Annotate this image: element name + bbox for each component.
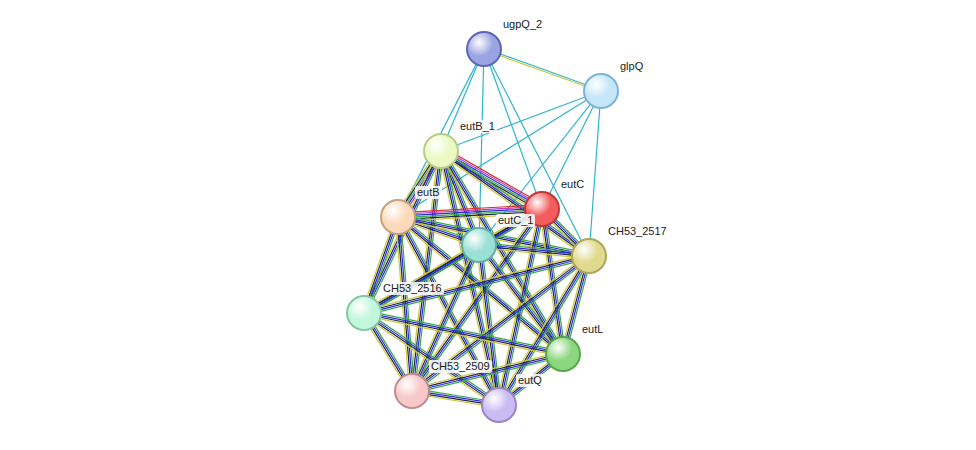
interaction-edge: [506, 269, 583, 392]
evidence-line: [458, 156, 530, 197]
evidence-line: [456, 159, 528, 200]
node-label: ugpQ_2: [501, 18, 544, 31]
node-label: eutC_1: [496, 214, 535, 227]
evidence-line: [406, 64, 477, 202]
protein-node: eutL: [545, 336, 581, 372]
node-label: eutL: [580, 323, 605, 336]
interaction-edge: [479, 66, 483, 228]
evidence-line: [380, 258, 572, 307]
interaction-edge: [377, 320, 487, 397]
evidence-line: [380, 319, 546, 353]
interaction-edge: [492, 64, 582, 241]
node-label: eutB: [415, 186, 442, 199]
evidence-line: [479, 66, 483, 228]
evidence-line: [514, 367, 551, 397]
protein-node: CH53_2517: [571, 238, 607, 274]
evidence-line: [380, 317, 546, 351]
protein-node: eutQ: [481, 387, 517, 423]
evidence-line: [500, 54, 585, 85]
interaction-edge: [500, 54, 586, 86]
interaction-edge: [420, 221, 534, 378]
evidence-line: [509, 271, 581, 391]
interaction-edge: [380, 258, 573, 312]
interaction-edge: [496, 244, 573, 257]
interaction-edge: [380, 314, 547, 353]
protein-node: CH53_2516: [346, 295, 382, 331]
node-label: eutQ: [516, 374, 544, 387]
evidence-line: [420, 261, 473, 376]
evidence-line: [553, 222, 576, 245]
evidence-line: [512, 364, 549, 394]
interaction-edge: [428, 356, 547, 390]
evidence-line: [510, 272, 582, 392]
evidence-line: [507, 270, 579, 390]
protein-node: glpQ: [583, 73, 619, 109]
evidence-line: [500, 56, 585, 87]
evidence-line: [381, 261, 573, 310]
evidence-line: [429, 361, 547, 390]
node-label: eutC: [559, 178, 586, 191]
evidence-line: [552, 223, 575, 246]
evidence-line: [496, 248, 572, 256]
evidence-line: [429, 359, 547, 388]
evidence-line: [457, 157, 529, 198]
evidence-line: [511, 363, 548, 393]
node-label: eutB_1: [458, 120, 497, 133]
evidence-line: [457, 97, 585, 145]
evidence-line: [377, 251, 463, 302]
protein-node: ugpQ_2: [466, 31, 502, 67]
evidence-line: [550, 106, 594, 194]
evidence-line: [429, 395, 482, 404]
interaction-edge: [457, 97, 585, 145]
node-label: CH53_2516: [381, 282, 444, 295]
interaction-edge: [490, 104, 591, 231]
node-label: CH53_2517: [606, 225, 669, 238]
interaction-edge: [406, 64, 477, 202]
interaction-edge: [377, 251, 465, 306]
protein-node: CH53_2509: [394, 373, 430, 409]
evidence-line: [490, 104, 591, 231]
interaction-edge: [550, 106, 594, 194]
protein-node: eutB: [380, 199, 416, 235]
interaction-edge: [428, 391, 482, 405]
node-label: glpQ: [618, 60, 645, 73]
evidence-line: [496, 249, 572, 257]
interaction-edge: [590, 108, 600, 239]
evidence-line: [428, 396, 481, 405]
interaction-edge: [552, 219, 579, 246]
evidence-line: [380, 259, 572, 308]
interaction-edge: [511, 363, 552, 397]
evidence-line: [492, 64, 582, 241]
protein-node: eutC_1: [461, 227, 497, 263]
evidence-line: [513, 365, 550, 395]
evidence-line: [555, 220, 578, 243]
evidence-line: [428, 357, 546, 386]
evidence-line: [496, 246, 572, 254]
protein-node: eutB_1: [423, 133, 459, 169]
node-label: CH53_2509: [429, 360, 492, 373]
evidence-line: [590, 108, 600, 239]
